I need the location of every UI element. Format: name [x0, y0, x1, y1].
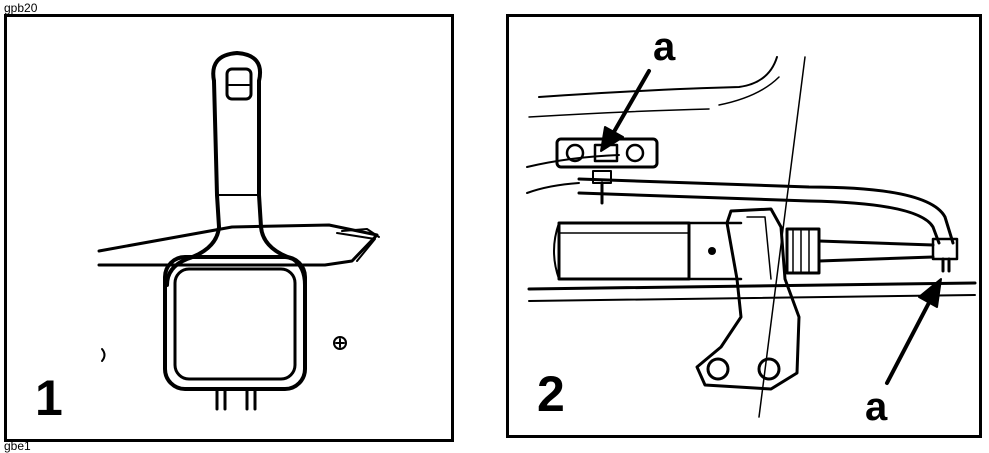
figure-code-bottom: gbe1 [4, 439, 31, 453]
steering-linkage-illustration [526, 56, 977, 418]
callout-label-upper: a [653, 25, 676, 69]
panel-number: 1 [35, 370, 63, 426]
panel-2: a a 2 [506, 14, 982, 438]
callout-label-lower: a [865, 385, 888, 429]
panel-number: 2 [537, 366, 565, 422]
panel-1: 1 [4, 14, 454, 442]
remote-control-handle-illustration [97, 51, 380, 411]
figure-code-top: gpb20 [4, 1, 38, 15]
